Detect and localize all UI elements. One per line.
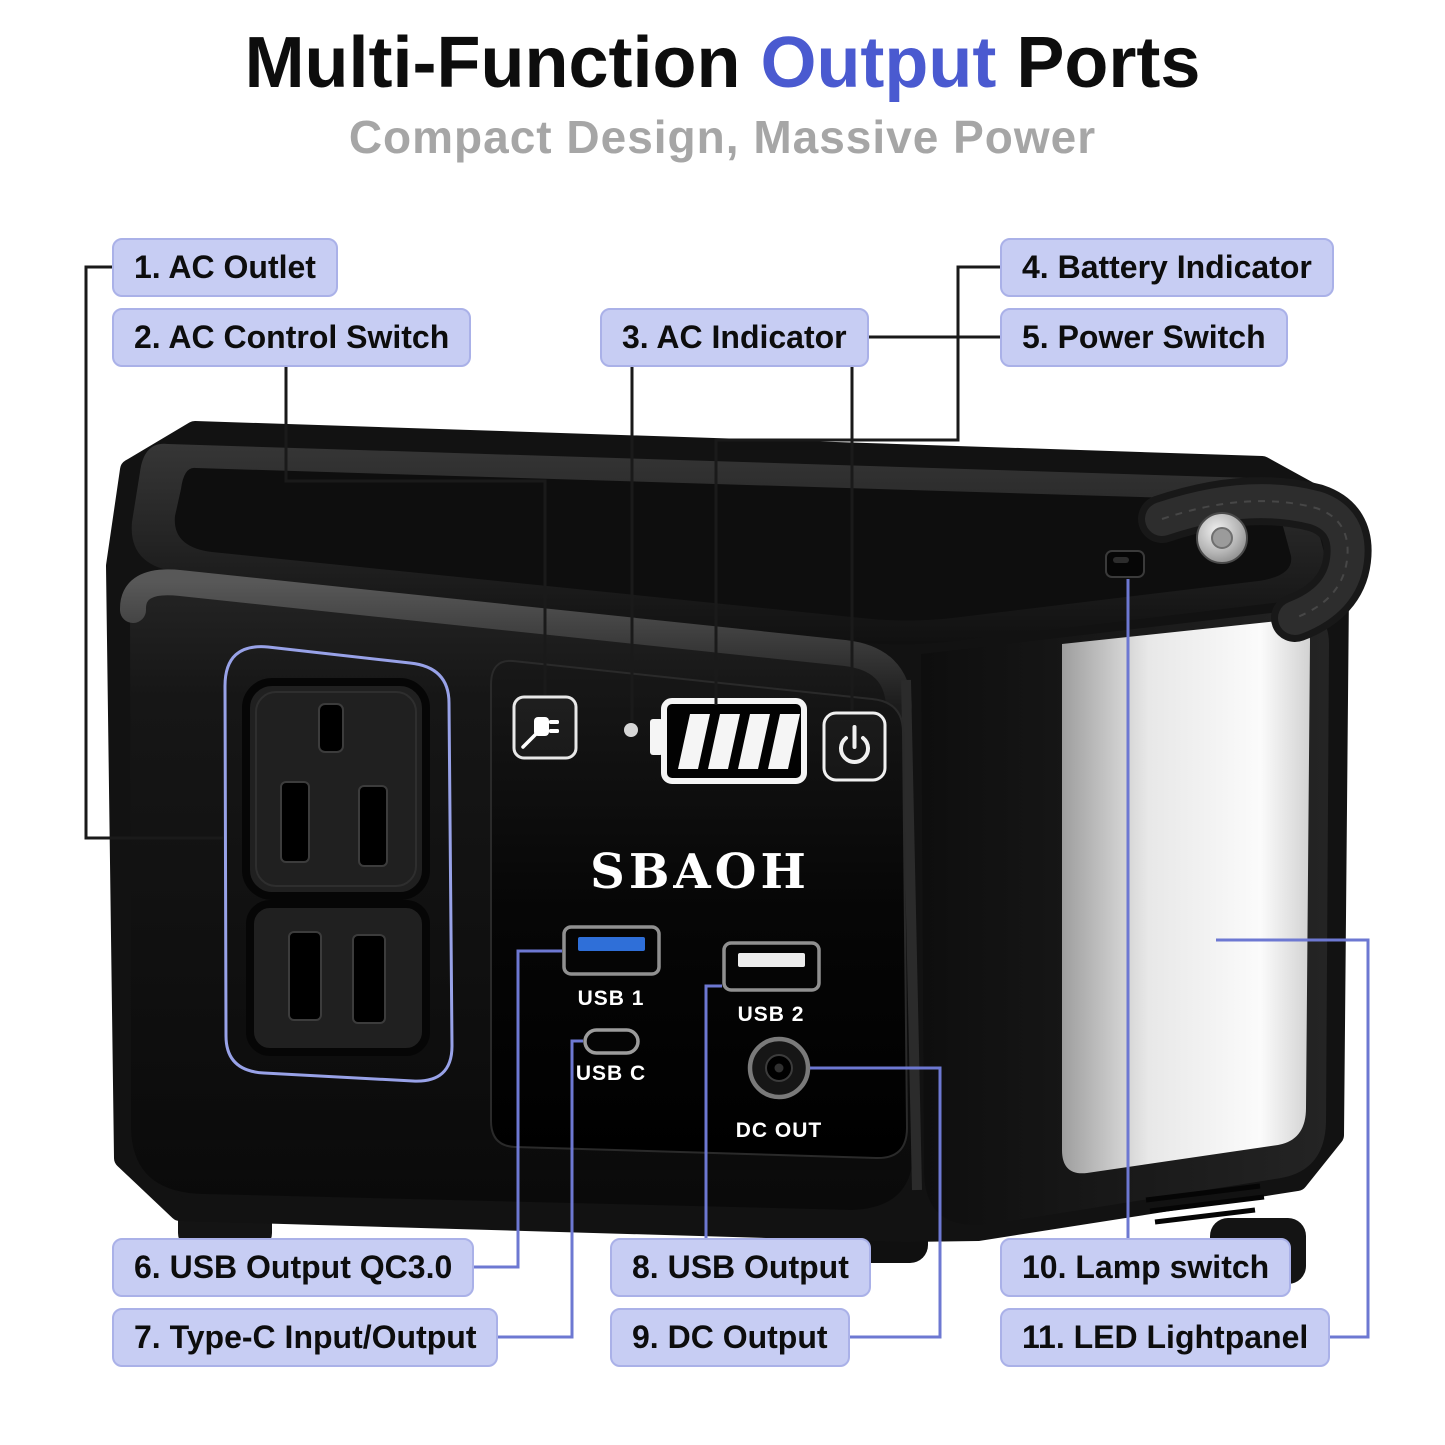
- callout-ac-control-switch: 2. AC Control Switch: [112, 308, 472, 367]
- handle-strap[interactable]: [1138, 477, 1372, 642]
- callout-power-switch: 5. Power Switch: [1000, 308, 1288, 367]
- connector-line-2: [284, 360, 547, 695]
- outlet2-slot-right: [352, 934, 386, 1024]
- ac-outlet-3prong: [242, 678, 430, 900]
- ac-outlet-outline: [223, 645, 454, 1083]
- subtitle: Compact Design, Massive Power: [348, 110, 1097, 163]
- callout-type-c-input-output: 7. Type-C Input/Output: [112, 1308, 499, 1367]
- usbc-port[interactable]: [583, 1028, 640, 1055]
- front-top-bevel: [120, 569, 912, 719]
- title-part1: Multi-Function: [244, 23, 741, 103]
- connector-line-1: [84, 265, 223, 840]
- connector-lines-top: [84, 265, 1015, 840]
- ac-indicator-led: [624, 723, 638, 737]
- usbc-label: USB C: [576, 1062, 646, 1085]
- usb1-port[interactable]: [562, 925, 661, 976]
- title-part2: Ports: [1016, 23, 1201, 103]
- connector-line-8: [704, 984, 722, 1245]
- outlet-slot-right: [358, 785, 388, 867]
- device-top-surface: [174, 467, 1292, 621]
- ac-outlet-2prong: [246, 900, 430, 1056]
- ac-control-switch[interactable]: [512, 695, 578, 760]
- outlet-slot-left: [280, 781, 310, 863]
- callout-dc-output: 9. DC Output: [610, 1308, 850, 1367]
- brand-text: SBAOH: [590, 844, 810, 900]
- outlet-ground-slot: [318, 703, 344, 753]
- ac-plug-icon: [521, 717, 559, 749]
- page-title: Multi-Function Output Ports: [0, 0, 1445, 102]
- callout-usb-output: 8. USB Output: [610, 1238, 871, 1297]
- usb2-port[interactable]: [722, 941, 821, 992]
- usb1-label: USB 1: [578, 987, 645, 1010]
- callout-led-lightpanel: 11. LED Lightpanel: [1000, 1308, 1331, 1367]
- dc-out-port[interactable]: [747, 1036, 811, 1100]
- header: Multi-Function Output Ports Compact Desi…: [0, 0, 1445, 164]
- callout-battery-indicator: 4. Battery Indicator: [1000, 238, 1334, 297]
- dc-out-label: DC OUT: [736, 1119, 823, 1142]
- connector-line-9: [780, 1066, 942, 1339]
- title-highlight: Output: [760, 23, 997, 103]
- led-lightpanel: [1062, 619, 1310, 1174]
- connector-line-4: [714, 265, 1015, 705]
- callout-usb-output-qc30: 6. USB Output QC3.0: [112, 1238, 475, 1297]
- outlet2-slot-left: [288, 931, 322, 1021]
- power-switch-button[interactable]: [822, 711, 887, 782]
- callout-ac-outlet: 1. AC Outlet: [112, 238, 338, 297]
- vent-grille: [1145, 1183, 1265, 1225]
- power-icon: [839, 736, 870, 764]
- front-side-edge: [901, 679, 922, 1191]
- battery-indicator-icon: [650, 698, 807, 784]
- usb2-label: USB 2: [738, 1003, 805, 1026]
- lamp-switch-button[interactable]: [1105, 550, 1145, 578]
- callout-ac-indicator: 3. AC Indicator: [600, 308, 869, 367]
- callout-lamp-switch: 10. Lamp switch: [1000, 1238, 1292, 1297]
